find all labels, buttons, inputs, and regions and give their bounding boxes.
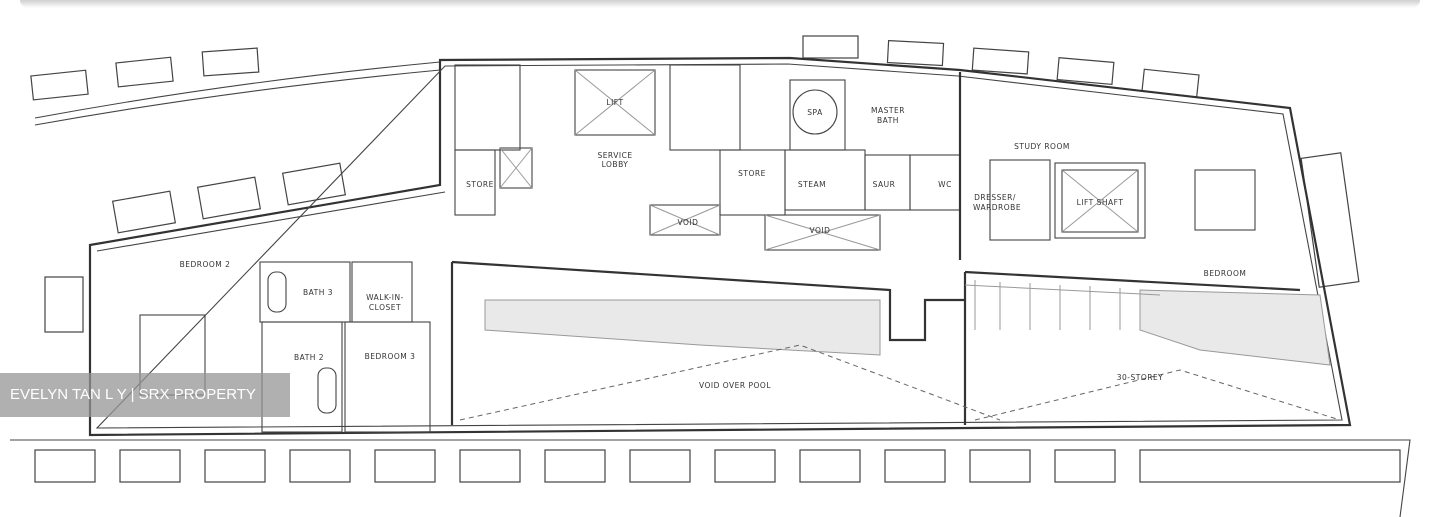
label-master-bath: MASTER	[871, 106, 905, 115]
label-bedroom-2: BEDROOM 2	[180, 260, 231, 269]
label-closet: CLOSET	[369, 303, 401, 312]
label-lift: LIFT	[606, 98, 623, 107]
room-labels: STORE SERVICE LOBBY LIFT STORE SPA MASTE…	[180, 98, 1247, 390]
label-bedroom-3: BEDROOM 3	[365, 352, 416, 361]
label-service-lobby: SERVICE	[597, 151, 632, 160]
label-wc: WC	[938, 180, 952, 189]
label-service-lobby-2: LOBBY	[602, 160, 629, 169]
label-void: VOID	[678, 218, 699, 227]
label-storey: 30-STOREY	[1117, 373, 1164, 382]
label-spa: SPA	[807, 108, 823, 117]
facade-planters	[10, 35, 1411, 517]
bottom-planters	[34, 449, 1401, 483]
label-master-bath-2: BATH	[877, 116, 899, 125]
label-dresser: DRESSER/	[974, 193, 1016, 202]
label-lift-shaft: LIFT SHAFT	[1077, 198, 1124, 207]
core-walls	[139, 64, 1341, 433]
label-bath-2: BATH 2	[294, 353, 324, 362]
label-bath-3: BATH 3	[303, 288, 333, 297]
pool-outline	[484, 299, 881, 356]
label-void-over-pool: VOID OVER POOL	[699, 381, 771, 390]
label-steam: STEAM	[798, 180, 826, 189]
watermark: EVELYN TAN L Y | SRX PROPERTY	[0, 373, 290, 417]
label-bedroom: BEDROOM	[1204, 269, 1247, 278]
label-store: STORE	[466, 180, 494, 189]
top-shadow-band	[20, 0, 1420, 8]
building-outline	[88, 56, 1352, 437]
label-wardrobe: WARDROBE	[973, 203, 1021, 212]
label-walk-in: WALK-IN-	[366, 293, 404, 302]
label-void-2: VOID	[810, 226, 831, 235]
label-store-2: STORE	[738, 169, 766, 178]
label-sauna: SAUR	[873, 180, 896, 189]
label-study-room: STUDY ROOM	[1014, 142, 1070, 151]
